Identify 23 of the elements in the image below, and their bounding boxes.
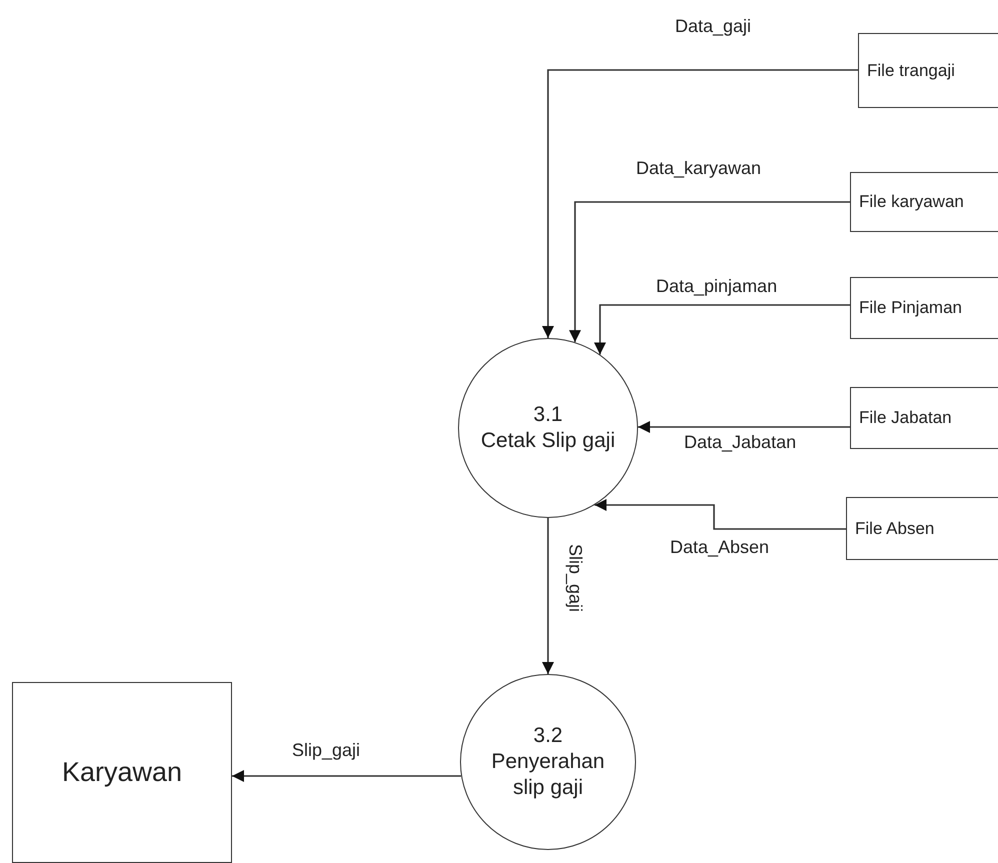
data-store	[850, 277, 998, 339]
arrow	[542, 69, 858, 338]
arrow	[569, 201, 850, 342]
process-number: 3.1	[533, 402, 563, 428]
data-store	[850, 387, 998, 449]
arrow	[594, 499, 846, 530]
node-label: Cetak Slip gaji	[480, 428, 616, 454]
data-store	[850, 172, 998, 232]
data-store	[846, 497, 998, 560]
node-label: File Jabatan	[859, 408, 952, 428]
arrow	[594, 304, 850, 355]
node-label: Penyerahan slip gaji	[490, 748, 606, 802]
node-label: File karyawan	[859, 192, 964, 212]
node-label: File Absen	[855, 518, 934, 538]
arrow	[232, 770, 462, 782]
node-label: File trangaji	[867, 60, 955, 80]
data-store	[858, 33, 998, 108]
arrow	[638, 421, 850, 433]
process-number: 3.2	[533, 722, 563, 749]
node-label: Karyawan	[62, 757, 182, 788]
entity-box	[12, 682, 232, 863]
node-label: File Pinjaman	[859, 298, 962, 318]
arrow	[542, 518, 554, 674]
